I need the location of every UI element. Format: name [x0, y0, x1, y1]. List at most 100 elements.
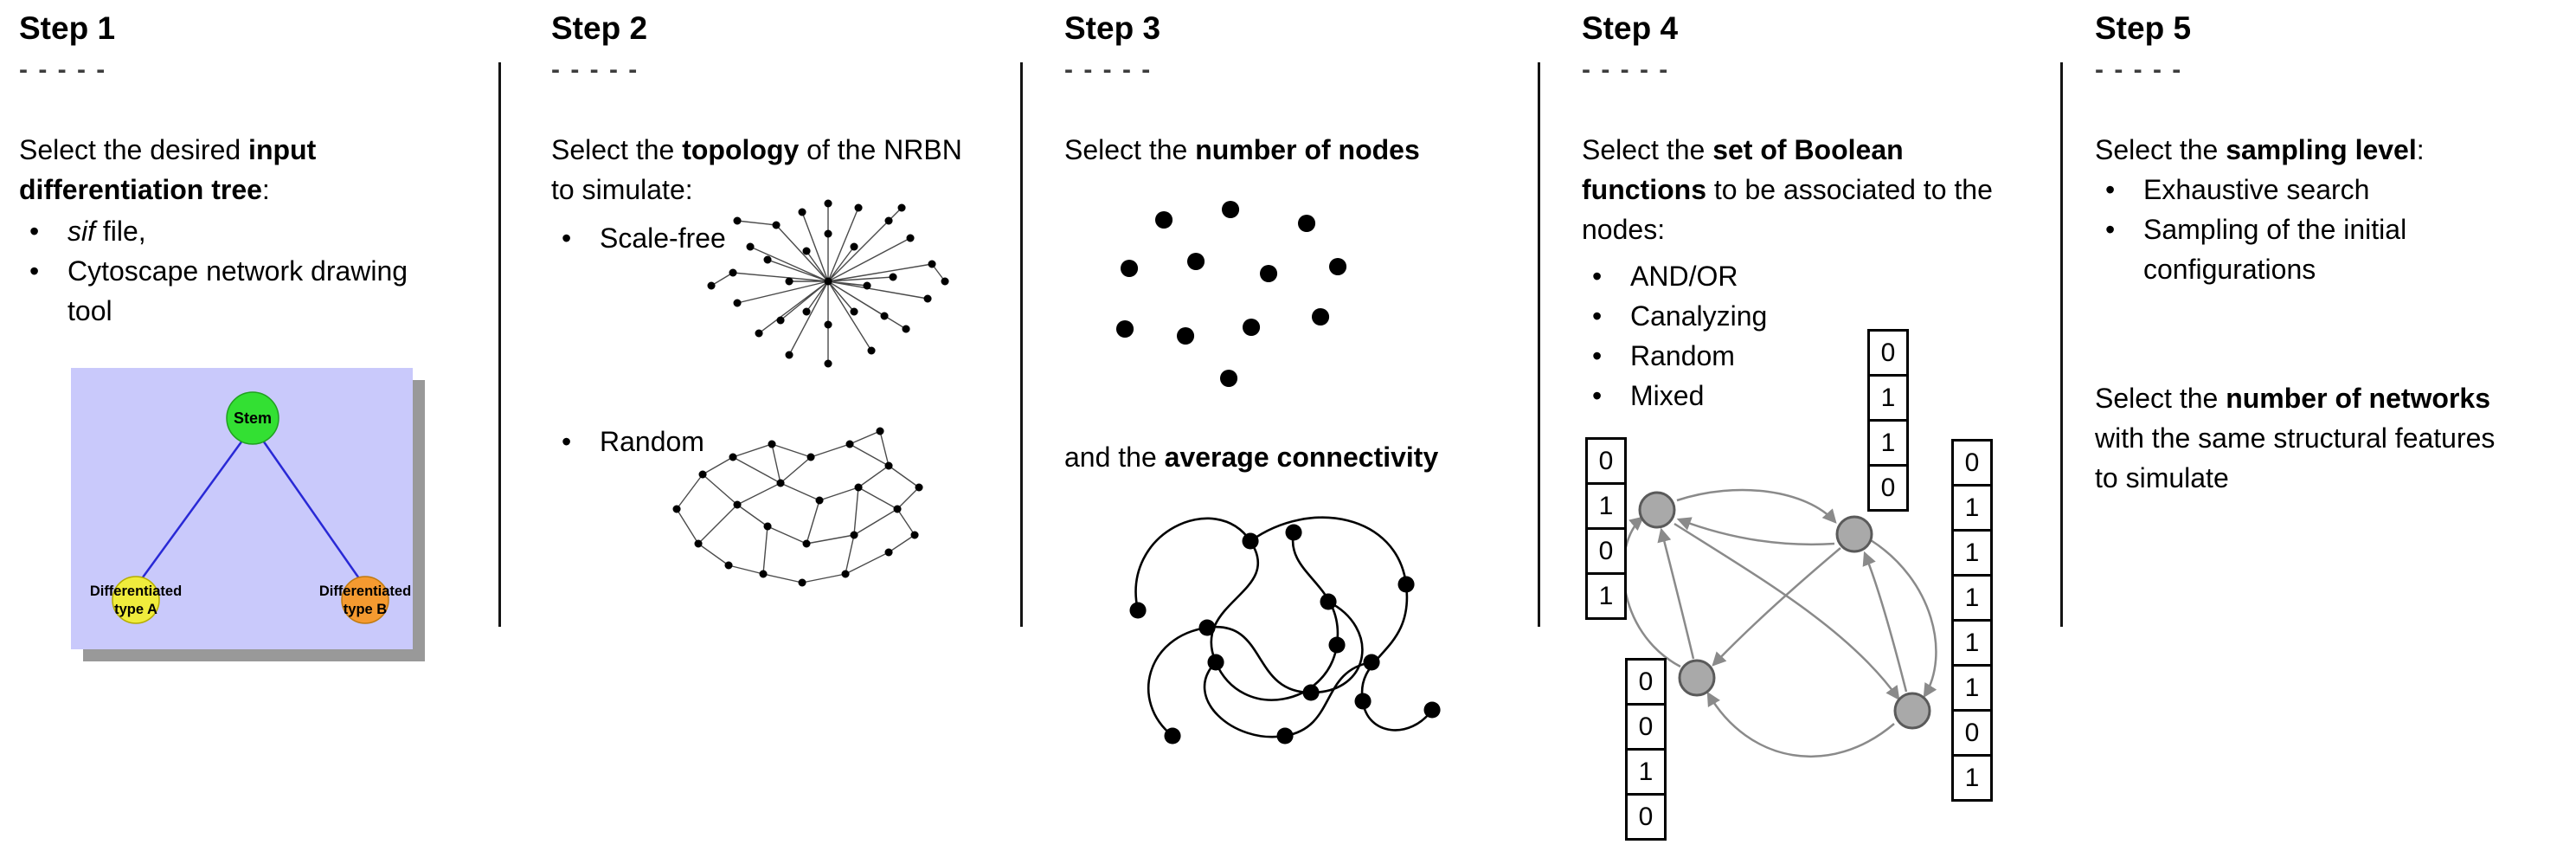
- bullet-mixed: Mixed: [1582, 376, 2014, 416]
- scale-free-nodes: [707, 199, 949, 368]
- step5-column: Step 5 - - - - - Select the sampling lev…: [2095, 0, 2505, 851]
- truth-table-cell: 1: [1951, 664, 1993, 712]
- bullet-sif-file: sif file,: [19, 211, 452, 251]
- bullet-sampling-initial: Sampling of the initial configurations: [2095, 210, 2505, 289]
- step3-dashes: - - - - -: [1064, 55, 1153, 84]
- truth-table-cell: 0: [1585, 437, 1627, 485]
- connectivity-graph-graphic: [1129, 516, 1441, 745]
- sif-italic: sif: [67, 216, 95, 247]
- tangle-curve-2: [1147, 600, 1364, 738]
- step5-intro-bold: sampling level: [2226, 134, 2417, 165]
- step2-bullet-random: Random: [551, 422, 811, 461]
- truth-table-cell: 1: [1951, 484, 1993, 532]
- truth-table-cell: 0: [1625, 703, 1667, 751]
- step5-title: Step 5: [2095, 10, 2192, 46]
- random-network-graphic: [672, 427, 923, 587]
- step5-second-pre: Select the: [2095, 383, 2226, 414]
- tangle-curve-4: [1203, 661, 1372, 738]
- divider-3: [1538, 62, 1540, 627]
- truth-table-cell: 1: [1585, 482, 1627, 530]
- tangle-curve-3: [1249, 516, 1434, 732]
- truth-table-cell: 1: [1951, 529, 1993, 577]
- step1-dashes: - - - - -: [19, 55, 107, 84]
- step1-intro: Select the desired input differentiation…: [19, 130, 452, 210]
- step3-line2-pre: and the: [1064, 442, 1165, 473]
- stem-label: Stem: [234, 409, 272, 427]
- step2-intro-pre: Select the: [551, 134, 683, 165]
- tree-edges: [138, 440, 363, 582]
- exhaustive-search-text: Exhaustive search: [2143, 174, 2370, 205]
- boolean-network-graphic: 0 1 1 0 0 1 0 1 0 1 1 1 1 1 0 1: [1582, 320, 2014, 851]
- step4-intro: Select the set of Boolean functions to b…: [1582, 130, 2014, 249]
- and-or-text: AND/OR: [1630, 261, 1738, 292]
- step3-line1-bold: number of nodes: [1195, 134, 1420, 165]
- truth-table-cell: 0: [1867, 329, 1909, 377]
- step1-column: Step 1 - - - - - Select the desired inpu…: [19, 0, 452, 851]
- tangle-curve-1: [1134, 517, 1339, 701]
- truth-table-cell: 0: [1625, 793, 1667, 841]
- sampling-initial-text: Sampling of the initial configurations: [2143, 214, 2407, 286]
- truth-table-cell: 1: [1625, 748, 1667, 796]
- cytoscape-text: Cytoscape network drawing tool: [67, 255, 408, 327]
- step3-line1: Select the number of nodes: [1064, 130, 1532, 170]
- truth-table-cell: 0: [1951, 439, 1993, 487]
- network-node-1: [1638, 491, 1676, 529]
- step2-intro-post: of the NRBN to simulate:: [551, 134, 962, 206]
- step3-line1-pre: Select the: [1064, 134, 1196, 165]
- step2-title: Step 2: [551, 10, 648, 46]
- random-functions-text: Random: [1630, 340, 1735, 372]
- bullet-random: Random: [551, 422, 811, 461]
- step4-intro-post: to be associated to the nodes:: [1582, 174, 1993, 246]
- step4-title: Step 4: [1582, 10, 1679, 46]
- truth-table-cell: 1: [1951, 619, 1993, 667]
- step1-intro-bold: input differentiation tree: [19, 134, 317, 206]
- step5-dashes: - - - - -: [2095, 55, 2183, 84]
- step5-second-bold: number of networks: [2226, 383, 2491, 414]
- tangle-nodes: [1129, 524, 1441, 745]
- truth-table-cell: 1: [1951, 574, 1993, 622]
- step3-line2: and the average connectivity: [1064, 437, 1532, 477]
- bullet-canalyzing: Canalyzing: [1582, 296, 2014, 336]
- scattered-nodes-graphic: [1116, 201, 1347, 387]
- boolean-network-nodes: [1638, 491, 1931, 730]
- truth-table-cell: 1: [1585, 572, 1627, 620]
- mixed-text: Mixed: [1630, 380, 1705, 412]
- step1-bullet-list: sif file, Cytoscape network drawing tool: [19, 211, 452, 331]
- type-a-label-line1: Differentiated: [90, 583, 182, 599]
- divider-1: [498, 62, 501, 627]
- scale-free-text: Scale-free: [600, 222, 726, 254]
- step2-bullet-scalefree: Scale-free: [551, 218, 811, 258]
- step1-intro-post: :: [261, 174, 270, 206]
- step3-line2-bold: average connectivity: [1164, 442, 1439, 473]
- step4-intro-pre: Select the: [1582, 134, 1713, 165]
- divider-4: [2060, 62, 2063, 627]
- truth-table-cell: 1: [1867, 374, 1909, 422]
- truth-table-cell: 0: [1867, 464, 1909, 512]
- boolean-network-edges: [1622, 488, 1937, 758]
- step4-dashes: - - - - -: [1582, 55, 1670, 84]
- step5-intro-pre: Select the: [2095, 134, 2226, 165]
- canalyzing-text: Canalyzing: [1630, 300, 1768, 332]
- random-network-edges: [676, 430, 920, 583]
- step4-intro-bold: set of Boolean functions: [1582, 134, 1904, 206]
- random-text: Random: [600, 426, 704, 457]
- differentiation-tree-graphic: Stem Differentiated type A Differentiate…: [71, 368, 425, 661]
- scale-free-network-graphic: [707, 199, 949, 368]
- truth-table-bottom: 0 0 1 0: [1625, 658, 1667, 841]
- step4-column: Step 4 - - - - - Select the set of Boole…: [1582, 0, 2014, 851]
- type-b-label-line2: type B: [344, 602, 388, 617]
- network-node-3: [1678, 659, 1716, 697]
- bullet-and-or: AND/OR: [1582, 256, 2014, 296]
- truth-table-top: 0 1 1 0: [1867, 329, 1909, 512]
- step5-intro: Select the sampling level:: [2095, 130, 2505, 170]
- step2-dashes: - - - - -: [551, 55, 639, 84]
- truth-table-cell: 0: [1625, 658, 1667, 706]
- type-b-node: [341, 576, 389, 624]
- type-a-node: [112, 576, 160, 624]
- step2-intro-bold: topology: [682, 134, 800, 165]
- truth-table-left: 0 1 0 1: [1585, 437, 1627, 620]
- truth-table-cell: 1: [1867, 419, 1909, 467]
- network-node-4: [1893, 692, 1931, 730]
- step1-intro-pre: Select the desired: [19, 134, 249, 165]
- truth-table-cell: 0: [1951, 709, 1993, 757]
